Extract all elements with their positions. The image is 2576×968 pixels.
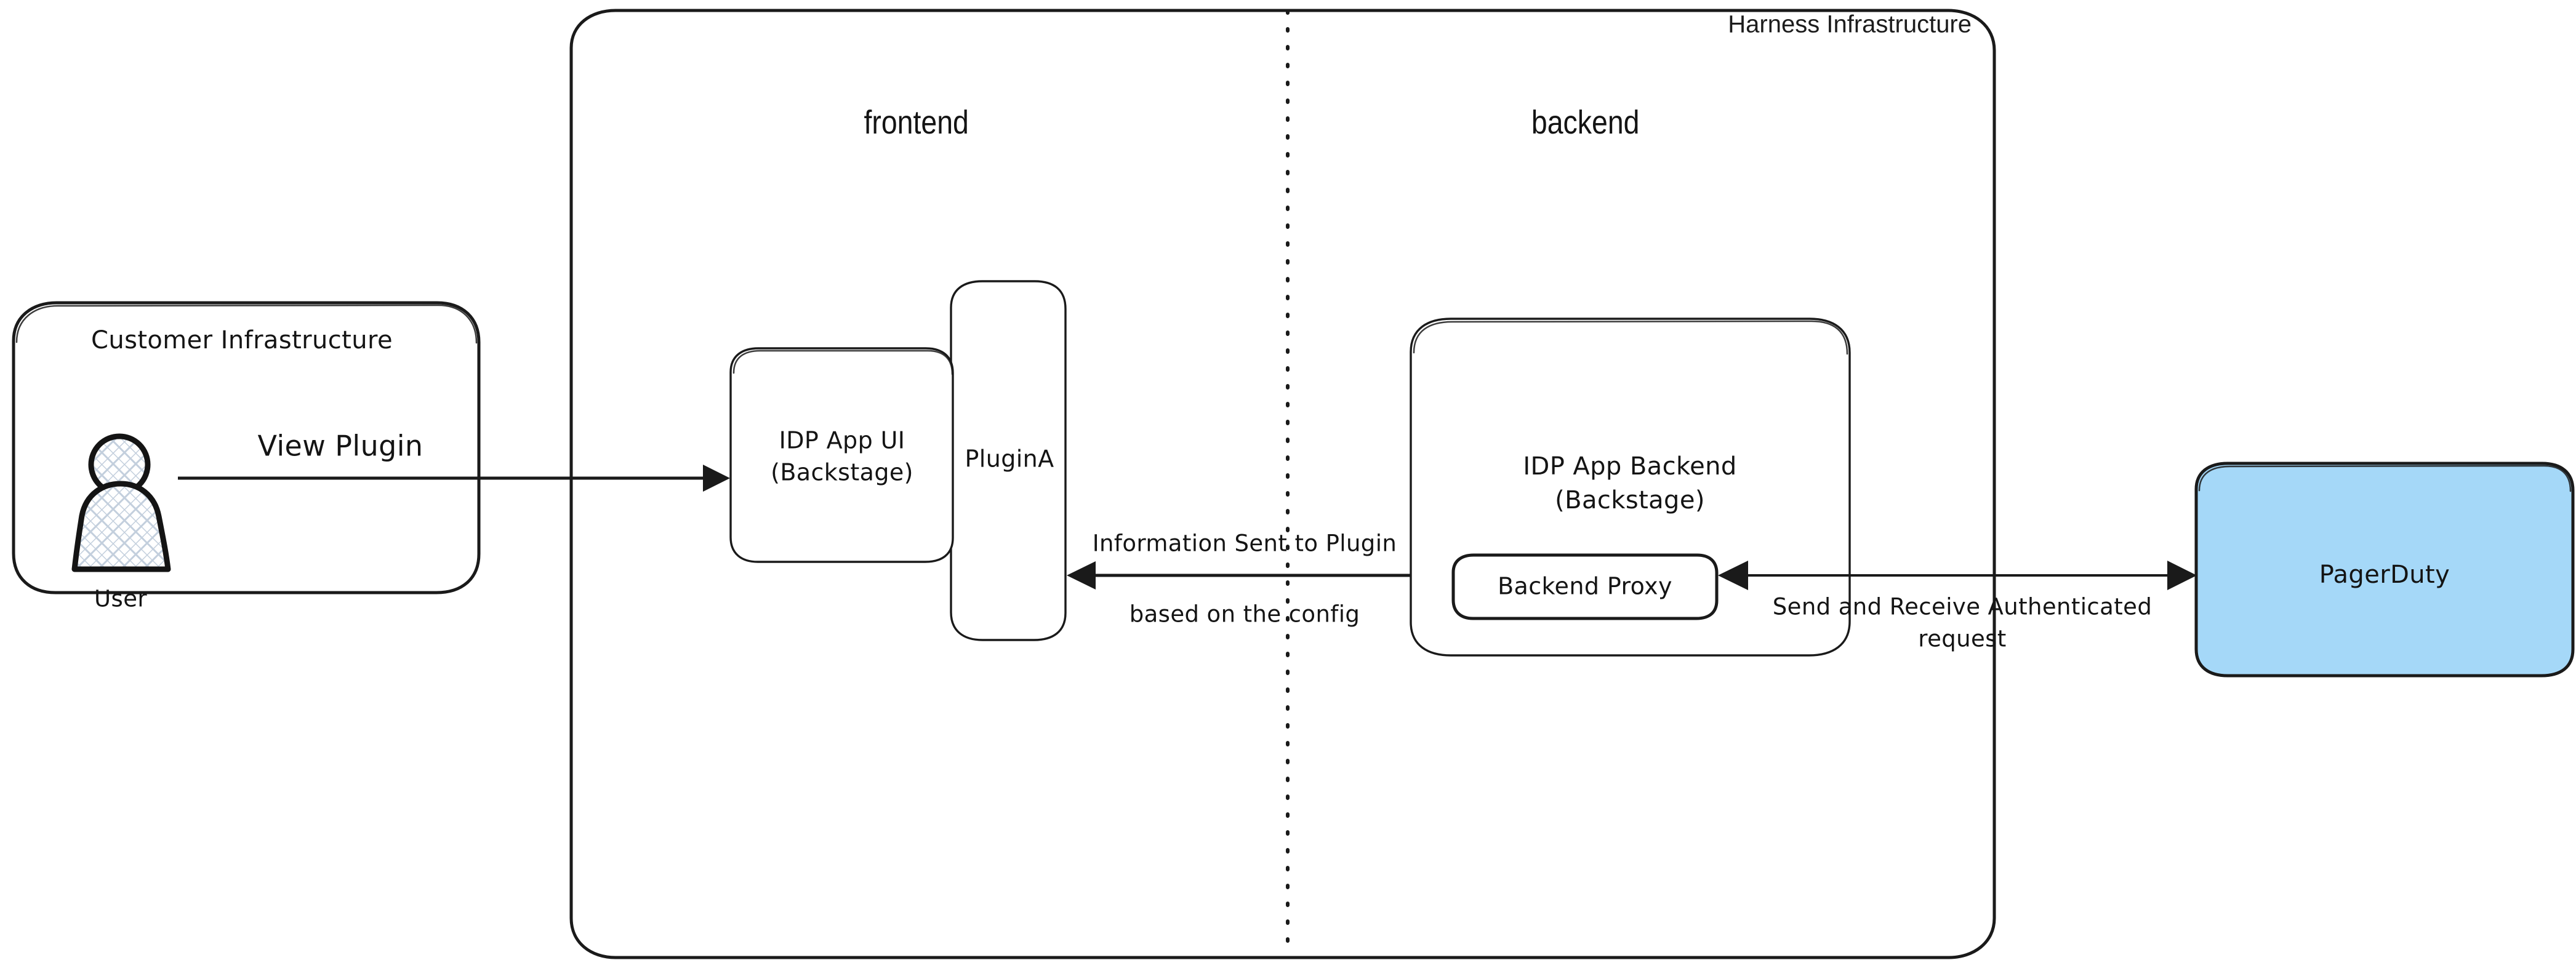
edge-user-to-idp-ui-arrowhead [703, 465, 730, 492]
pagerduty-label: PagerDuty [2319, 561, 2450, 589]
pagerduty-sketch-overlay [2198, 465, 2572, 492]
edge-user-to-idp-ui[interactable]: View Plugin [178, 430, 730, 492]
edge-proxy-to-pagerduty-arrowhead-right [2167, 561, 2197, 590]
idp-app-ui-label-line1: IDP App UI [779, 427, 905, 454]
plugin-a-border [950, 280, 1067, 641]
idp-app-backend-sketch-overlay [1413, 320, 1848, 355]
user-label: User [94, 586, 147, 612]
edge-user-to-idp-ui-label: View Plugin [258, 430, 423, 463]
harness-infrastructure-border [569, 9, 1996, 959]
edge-proxy-to-pagerduty[interactable]: Send and Receive Authenticated request [1718, 561, 2197, 652]
edge-backend-to-plugin[interactable]: Information Sent to Plugin based on the … [1067, 530, 1410, 628]
edge-backend-to-plugin-label-line1: Information Sent to Plugin [1093, 530, 1397, 557]
frontend-zone-label: frontend [864, 103, 968, 141]
edge-backend-to-plugin-label-line2: based on the config [1130, 601, 1360, 628]
edge-backend-to-plugin-arrowhead [1067, 561, 1096, 590]
user-icon-body [71, 481, 171, 572]
backend-proxy-label: Backend Proxy [1498, 573, 1672, 600]
idp-app-backend-label-line2: (Backstage) [1555, 486, 1705, 514]
idp-app-ui-label-line2: (Backstage) [771, 459, 913, 486]
edge-proxy-to-pagerduty-arrowhead-left [1718, 561, 1748, 590]
idp-app-ui-sketch-overlay [732, 350, 953, 375]
idp-app-ui-border [729, 347, 954, 563]
user-actor-icon [71, 433, 171, 572]
customer-infrastructure-sketch-overlay [15, 304, 478, 344]
pagerduty-node[interactable]: PagerDuty [2194, 462, 2575, 678]
customer-infrastructure-container[interactable]: Customer Infrastructure User [12, 301, 481, 612]
plugin-a-node[interactable]: PluginA [950, 280, 1067, 641]
harness-infrastructure-container[interactable]: Harness Infrastructure frontend backend [569, 9, 1996, 959]
harness-infrastructure-label: Harness Infrastructure [1728, 11, 1972, 38]
backend-proxy-node[interactable]: Backend Proxy [1451, 553, 1719, 620]
plugin-a-label: PluginA [965, 446, 1054, 473]
pagerduty-border [2194, 462, 2575, 678]
edge-proxy-to-pagerduty-label-line2: request [1918, 626, 2006, 652]
idp-app-backend-label-line1: IDP App Backend [1523, 452, 1736, 481]
customer-infrastructure-label: Customer Infrastructure [91, 326, 393, 354]
backend-proxy-border [1451, 553, 1719, 620]
edge-proxy-to-pagerduty-label-line1: Send and Receive Authenticated [1773, 594, 2152, 620]
backend-zone-label: backend [1531, 103, 1640, 141]
idp-app-ui-node[interactable]: IDP App UI (Backstage) [729, 347, 954, 563]
